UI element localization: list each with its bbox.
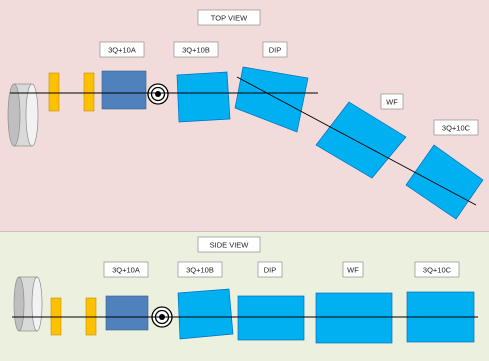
svg-text:3Q+10C: 3Q+10C bbox=[423, 266, 452, 275]
svg-text:3Q+10A: 3Q+10A bbox=[112, 266, 140, 275]
top-label-dip: DIP bbox=[262, 41, 288, 58]
side-view-title-box: SIDE VIEW bbox=[197, 236, 261, 253]
side-label-dip: DIP bbox=[257, 261, 283, 278]
top-view-panel: TOP VIEW 3Q+10A 3Q+10B DIP WF 3Q+10C bbox=[0, 0, 489, 232]
top-magnet-wf bbox=[315, 101, 407, 179]
side-label-wf: WF bbox=[342, 261, 364, 278]
top-label-3q10a: 3Q+10A bbox=[99, 41, 145, 58]
svg-text:WF: WF bbox=[386, 98, 398, 107]
top-dipole-dip bbox=[234, 66, 309, 133]
top-label-wf: WF bbox=[380, 93, 404, 110]
svg-text:3Q+10C: 3Q+10C bbox=[442, 124, 471, 133]
side-view-panel: SIDE VIEW 3Q+10A 3Q+10B DIP WF 3Q+10C bbox=[0, 232, 489, 361]
top-view-title-box: TOP VIEW bbox=[197, 9, 261, 26]
side-dipole-dip bbox=[237, 295, 305, 341]
top-yellow-element-1 bbox=[48, 72, 60, 112]
svg-text:DIP: DIP bbox=[269, 46, 282, 55]
side-view-title: SIDE VIEW bbox=[210, 241, 250, 250]
side-label-3q10a: 3Q+10A bbox=[103, 261, 149, 278]
svg-text:3Q+10B: 3Q+10B bbox=[186, 266, 214, 275]
top-view-background bbox=[0, 0, 489, 232]
top-source-cylinder bbox=[7, 83, 39, 147]
svg-text:WF: WF bbox=[347, 266, 359, 275]
top-label-3q10b: 3Q+10B bbox=[173, 41, 219, 58]
top-quad-3q10a bbox=[101, 70, 147, 110]
top-label-3q10c: 3Q+10C bbox=[433, 119, 479, 136]
svg-text:DIP: DIP bbox=[264, 266, 277, 275]
top-target-rings bbox=[147, 83, 169, 105]
svg-text:3Q+10A: 3Q+10A bbox=[108, 46, 136, 55]
side-magnet-wf bbox=[315, 292, 393, 344]
side-label-3q10c: 3Q+10C bbox=[414, 261, 460, 278]
side-yellow-element-1 bbox=[50, 297, 62, 336]
top-beam-line-bent bbox=[236, 76, 477, 206]
side-yellow-element-2 bbox=[85, 297, 97, 336]
top-magnet-3q10c bbox=[405, 144, 484, 220]
top-magnet-3q10b bbox=[176, 71, 231, 123]
svg-text:3Q+10B: 3Q+10B bbox=[182, 46, 210, 55]
side-quad-3q10a bbox=[105, 295, 149, 331]
top-yellow-element-2 bbox=[83, 72, 95, 112]
side-source-cylinder bbox=[13, 276, 43, 332]
side-magnet-3q10b bbox=[177, 288, 234, 340]
side-label-3q10b: 3Q+10B bbox=[177, 261, 223, 278]
top-view-title: TOP VIEW bbox=[211, 14, 248, 23]
